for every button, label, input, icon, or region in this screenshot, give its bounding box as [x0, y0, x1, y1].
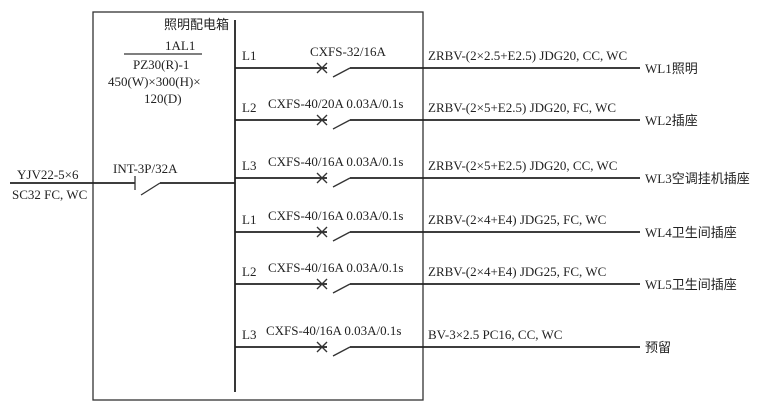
breaker-cross-icon	[316, 278, 328, 290]
circuit-name: WL1照明	[645, 61, 698, 76]
panel-id: 1AL1	[165, 38, 195, 53]
breaker-blade	[140, 182, 161, 196]
incoming-cable: YJV22-5×6	[17, 167, 79, 182]
breaker-cross-icon	[316, 226, 328, 238]
breaker-cross-icon	[316, 114, 328, 126]
circuit-cable: BV-3×2.5 PC16, CC, WC	[428, 327, 562, 342]
circuit-row: L2 CXFS-40/20A 0.03A/0.1s ZRBV-(2×5+E2.5) …	[235, 96, 698, 130]
circuit-phase: L1	[242, 48, 256, 63]
circuit-name: 预留	[645, 340, 671, 355]
circuit-name: WL4卫生间插座	[645, 225, 737, 240]
circuit-breaker: CXFS-40/16A 0.03A/0.1s	[268, 154, 403, 169]
panel-size-2: 120(D)	[144, 91, 182, 106]
circuit-row: L3 CXFS-40/16A 0.03A/0.1s ZRBV-(2×5+E2.5) …	[235, 154, 750, 188]
circuit-row: L3 CXFS-40/16A 0.03A/0.1s BV-3×2.5 PC16, C…	[235, 323, 671, 357]
panel-size-1: 450(W)×300(H)×	[108, 74, 201, 89]
circuit-name: WL2插座	[645, 113, 698, 128]
circuit-breaker: CXFS-40/16A 0.03A/0.1s	[268, 208, 403, 223]
circuit-breaker: CXFS-40/16A 0.03A/0.1s	[268, 260, 403, 275]
incoming-laying: SC32 FC, WC	[12, 187, 87, 202]
circuit-breaker: CXFS-32/16A	[310, 44, 386, 59]
circuit-row: L1 CXFS-40/16A 0.03A/0.1s ZRBV-(2×4+E4) JD…	[235, 208, 737, 242]
circuit-cable: ZRBV-(2×4+E4) JDG25, FC, WC	[428, 212, 606, 227]
circuit-phase: L2	[242, 100, 256, 115]
circuit-row: L2 CXFS-40/16A 0.03A/0.1s ZRBV-(2×4+E4) JD…	[235, 260, 737, 294]
circuit-cable: ZRBV-(2×2.5+E2.5) JDG20, CC, WC	[428, 48, 627, 63]
breaker-blade	[332, 283, 351, 294]
breaker-cross-icon	[316, 341, 328, 353]
circuit-row: L1 CXFS-32/16A ZRBV-(2×2.5+E2.5) JDG20, CC…	[235, 44, 698, 78]
panel-title: 照明配电箱	[164, 17, 229, 32]
circuit-phase: L2	[242, 264, 256, 279]
circuit-cable: ZRBV-(2×4+E4) JDG25, FC, WC	[428, 264, 606, 279]
circuit-cable: ZRBV-(2×5+E2.5) JDG20, CC, WC	[428, 158, 617, 173]
incoming-feeder: YJV22-5×6 SC32 FC, WC INT-3P/32A	[10, 161, 235, 202]
breaker-cross-icon	[316, 172, 328, 184]
breaker-cross-icon	[316, 62, 328, 74]
breaker-blade	[332, 67, 351, 78]
panel-model: PZ30(R)-1	[133, 57, 189, 72]
panel-box	[92, 11, 424, 401]
circuit-phase: L1	[242, 212, 256, 227]
breaker-blade	[332, 346, 351, 357]
circuit-breaker: CXFS-40/20A 0.03A/0.1s	[268, 96, 403, 111]
circuit-name: WL5卫生间插座	[645, 277, 737, 292]
breaker-blade	[332, 119, 351, 130]
circuit-phase: L3	[242, 327, 256, 342]
circuit-breaker: CXFS-40/16A 0.03A/0.1s	[266, 323, 401, 338]
breaker-blade	[332, 231, 351, 242]
incoming-breaker: INT-3P/32A	[113, 161, 178, 176]
breaker-blade	[332, 177, 351, 188]
circuit-phase: L3	[242, 158, 256, 173]
circuit-name: WL3空调挂机插座	[645, 171, 750, 186]
circuit-cable: ZRBV-(2×5+E2.5) JDG20, FC, WC	[428, 100, 616, 115]
